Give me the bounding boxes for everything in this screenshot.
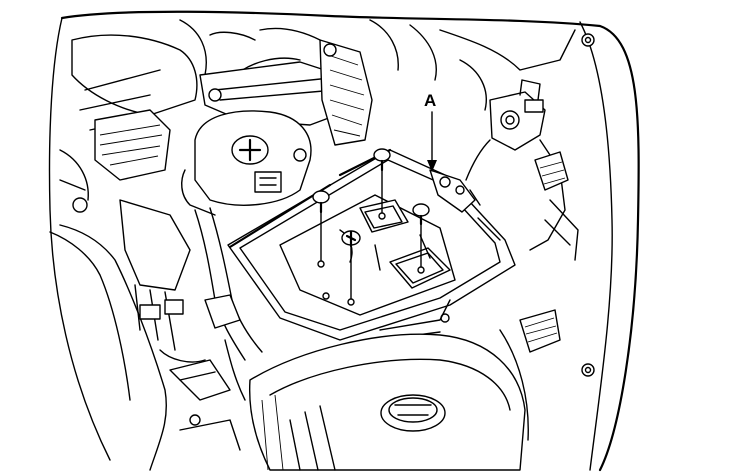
callout-a: A bbox=[424, 91, 437, 172]
engine-bay-outline bbox=[48, 10, 640, 472]
hose-routing bbox=[194, 207, 263, 401]
coolant-reservoir bbox=[181, 110, 312, 216]
callout-a-label: A bbox=[424, 91, 436, 110]
left-fender-assembly bbox=[49, 34, 206, 471]
upper-engine-components bbox=[179, 19, 576, 146]
callout-a-arrowhead bbox=[427, 160, 437, 172]
radiator-filler-cap bbox=[380, 394, 446, 432]
bolt-3 bbox=[341, 230, 361, 306]
right-side-components bbox=[465, 33, 595, 441]
bolt-2 bbox=[373, 148, 391, 220]
lower-left-bracket bbox=[169, 359, 241, 451]
battery-tray bbox=[227, 148, 516, 345]
bolt-4 bbox=[412, 203, 430, 274]
bolt-1 bbox=[312, 190, 330, 268]
tray-bolts bbox=[312, 148, 430, 306]
